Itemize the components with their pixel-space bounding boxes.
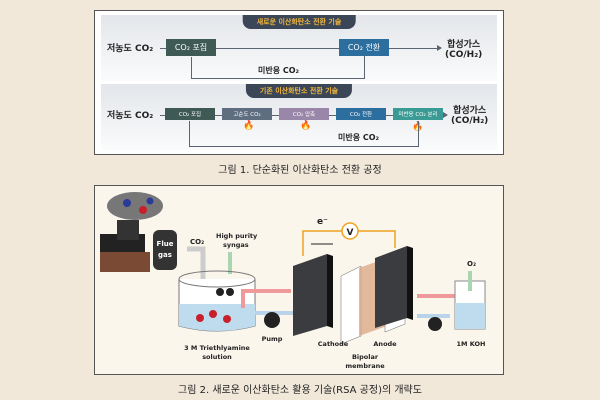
svg-text:gas: gas bbox=[158, 251, 172, 259]
svg-text:1M KOH: 1M KOH bbox=[457, 340, 486, 348]
svg-text:Bipolar: Bipolar bbox=[352, 353, 379, 361]
flame-icon: 🔥 bbox=[412, 122, 423, 132]
svg-text:syngas: syngas bbox=[223, 241, 249, 249]
amine-solution-tank bbox=[179, 304, 255, 331]
cathode-plate bbox=[293, 254, 327, 336]
flame-icon: 🔥 bbox=[300, 121, 312, 131]
koh-beaker bbox=[455, 303, 485, 329]
svg-text:e⁻: e⁻ bbox=[317, 217, 328, 227]
figure-2-frame: Flue gas CO₂ High purity syngas 3 M Trie… bbox=[94, 185, 504, 375]
conversion-box: CO₂ 전환 bbox=[339, 39, 389, 56]
new-process-title: 새로운 이산화탄소 전환 기술 bbox=[242, 15, 356, 29]
arrow-icon bbox=[437, 45, 442, 51]
capture-box: CO₂ 포집 bbox=[166, 39, 216, 56]
input-label: 저농도 CO₂ bbox=[107, 111, 154, 121]
svg-text:3 M Triethlyamine: 3 M Triethlyamine bbox=[184, 344, 250, 352]
svg-text:Flue: Flue bbox=[157, 240, 174, 248]
circuit-wire bbox=[302, 230, 396, 256]
old-process-panel: 기존 이산화탄소 전환 기술 저농도 CO₂ CO₂ 포집 고순도 CO₂ CO… bbox=[101, 84, 497, 150]
arrow-icon bbox=[443, 112, 448, 118]
svg-text:membrane: membrane bbox=[345, 362, 385, 370]
svg-text:V: V bbox=[347, 228, 354, 238]
anode-plate bbox=[375, 246, 407, 328]
pump-icon bbox=[428, 317, 442, 331]
purify-box: 고순도 CO₂ bbox=[222, 108, 272, 120]
output-label: 합성가스(CO/H₂) bbox=[445, 40, 483, 60]
compress-box: CO₂ 압축 bbox=[279, 108, 329, 120]
flame-icon: 🔥 bbox=[243, 121, 255, 131]
gas-cylinder-icon bbox=[153, 230, 177, 270]
conversion-box: CO₂ 전환 bbox=[336, 108, 386, 120]
old-process-title: 기존 이산화탄소 전환 기술 bbox=[245, 84, 353, 98]
svg-text:O₂: O₂ bbox=[467, 260, 476, 268]
separation-box: 미반응 CO₂ 분리 bbox=[393, 108, 443, 120]
return-flow-arrow bbox=[241, 289, 291, 308]
svg-text:Anode: Anode bbox=[373, 340, 397, 348]
voltmeter-icon bbox=[341, 222, 359, 240]
new-process-panel: 새로운 이산화탄소 전환 기술 저농도 CO₂ CO₂ 포집 CO₂ 전환 합성… bbox=[101, 15, 497, 81]
input-label: 저농도 CO₂ bbox=[107, 44, 154, 54]
output-label: 합성가스(CO/H₂) bbox=[451, 106, 489, 126]
figure-2-caption: 그림 2. 새로운 이산화탄소 활용 기술(RSA 공정)의 개략도 bbox=[178, 385, 422, 396]
svg-text:High purity: High purity bbox=[216, 232, 258, 240]
figure-1-frame: 새로운 이산화탄소 전환 기술 저농도 CO₂ CO₂ 포집 CO₂ 전환 합성… bbox=[94, 10, 504, 155]
recycle-label: 미반응 CO₂ bbox=[338, 133, 380, 142]
pump-icon bbox=[264, 312, 280, 328]
svg-text:CO₂: CO₂ bbox=[190, 238, 204, 246]
svg-text:Cathode: Cathode bbox=[318, 340, 349, 348]
svg-text:Pump: Pump bbox=[262, 335, 283, 343]
smoke-cloud bbox=[107, 192, 163, 220]
svg-text:solution: solution bbox=[202, 353, 232, 361]
figure-1-caption: 그림 1. 단순화된 이산화탄소 전환 공정 bbox=[218, 165, 382, 176]
rsa-process-diagram: Flue gas CO₂ High purity syngas 3 M Trie… bbox=[100, 192, 486, 370]
capture-box: CO₂ 포집 bbox=[165, 108, 215, 120]
recycle-label: 미반응 CO₂ bbox=[258, 66, 300, 75]
